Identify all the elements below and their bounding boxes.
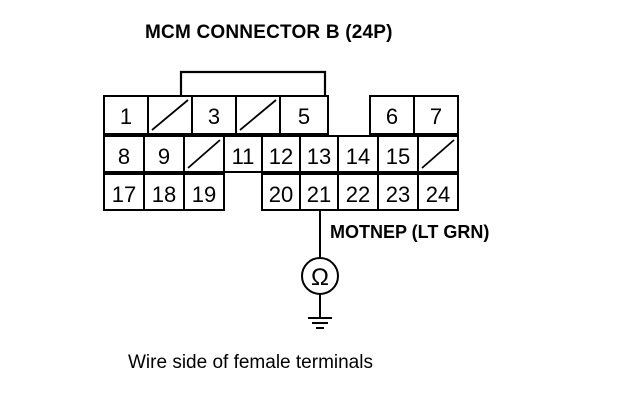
- terminal-label-19: 19: [192, 182, 216, 207]
- empty-terminal-slash: [421, 139, 455, 169]
- terminal-label-3: 3: [208, 104, 220, 129]
- diagram-title: MCM CONNECTOR B (24P): [145, 22, 393, 43]
- terminal-cell-24: [417, 173, 459, 211]
- connector-row-2: 8 9 11 12 13 14 15: [103, 135, 459, 173]
- terminal-label-18: 18: [152, 182, 176, 207]
- terminal-label-21: 21: [307, 182, 331, 207]
- connector-row-1: 1 3 5 6 7: [103, 95, 459, 135]
- connector-lock-tab: [179, 70, 327, 96]
- wire-label: MOTNEP (LT GRN): [330, 222, 490, 242]
- terminal-cell-19: [183, 173, 225, 211]
- terminal-label-9: 9: [158, 144, 170, 169]
- terminal-label-1: 1: [120, 104, 132, 129]
- terminal-label-23: 23: [386, 182, 410, 207]
- terminal-cell-5: [279, 95, 329, 135]
- terminal-label-13: 13: [307, 144, 331, 169]
- terminal-label-20: 20: [269, 182, 293, 207]
- empty-terminal-slash: [239, 99, 277, 131]
- terminal-cell-7: [413, 95, 459, 135]
- terminal-label-17: 17: [112, 182, 136, 207]
- empty-terminal-slash: [187, 139, 221, 169]
- terminal-label-6: 6: [386, 104, 398, 129]
- terminal-label-5: 5: [298, 104, 310, 129]
- diagram-caption: Wire side of female terminals: [128, 352, 373, 373]
- terminal-label-14: 14: [346, 144, 370, 169]
- terminal-label-11: 11: [232, 144, 255, 169]
- terminal-label-15: 15: [386, 144, 410, 169]
- terminal-label-12: 12: [269, 144, 293, 169]
- empty-terminal-slash: [151, 99, 189, 131]
- ohm-symbol: Ω: [311, 264, 329, 291]
- ground-icon: [308, 317, 332, 329]
- terminal-label-8: 8: [118, 144, 130, 169]
- terminal-label-24: 24: [426, 182, 450, 207]
- terminal-label-7: 7: [430, 104, 442, 129]
- terminal-cell-empty: [417, 135, 459, 173]
- connector-row-3: 17 18 19 20 21 22 23 24: [103, 173, 459, 211]
- terminal-label-22: 22: [346, 182, 370, 207]
